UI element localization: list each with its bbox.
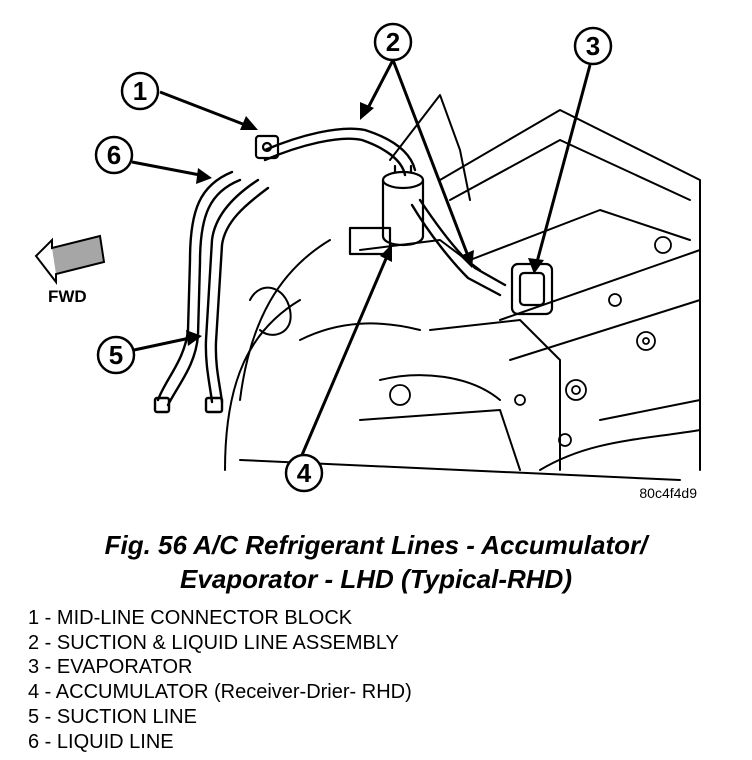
legend-num: 3 — [28, 656, 40, 679]
legend: 1 - MID-LINE CONNECTOR BLOCK 2 - SUCTION… — [28, 606, 728, 754]
body-structure — [224, 94, 701, 481]
forward-arrow-icon — [34, 234, 106, 285]
callout-2: 2 — [373, 22, 413, 62]
legend-sep: - — [39, 705, 57, 728]
legend-text: SUCTION & LIQUID LINE ASSEMBLY — [56, 631, 399, 654]
legend-num: 2 — [28, 631, 40, 654]
legend-item: 5 - SUCTION LINE — [28, 705, 728, 730]
callout-6: 6 — [94, 135, 134, 175]
legend-num: 5 — [28, 705, 40, 728]
legend-sep: - — [39, 607, 57, 629]
ac-lines-diagram: FWD 1 2 3 4 5 6 8 — [34, 22, 701, 501]
figure-id: 80c4f4d9 — [639, 485, 697, 501]
callout-3: 3 — [573, 26, 613, 66]
legend-num: 6 — [28, 730, 40, 753]
legend-item: 3 - EVAPORATOR — [28, 655, 728, 680]
legend-sep: - — [39, 631, 57, 654]
legend-text: ACCUMULATOR — [55, 681, 209, 704]
leader-lines — [131, 59, 592, 456]
callout-3-label: 3 — [586, 31, 600, 61]
fwd-label: FWD — [48, 287, 87, 306]
legend-item: 4 - ACCUMULATOR (Receiver-Drier- RHD) — [28, 680, 728, 705]
legend-text: EVAPORATOR — [56, 656, 193, 679]
callout-4-label: 4 — [297, 458, 312, 488]
figure-caption-line-2: Evaporator - LHD (Typical-RHD) — [180, 564, 572, 594]
legend-item: 6 - LIQUID LINE — [28, 730, 728, 755]
suction-liquid-lines-lower — [153, 170, 270, 414]
leader-arrowheads — [186, 102, 544, 346]
callout-4: 4 — [284, 453, 324, 493]
legend-note: (Receiver-Drier- RHD) — [208, 681, 412, 704]
legend-num: 4 — [28, 681, 40, 704]
legend-text: LIQUID LINE — [56, 730, 174, 753]
callout-5: 5 — [96, 335, 136, 375]
legend-sep: - — [39, 656, 57, 679]
callout-5-label: 5 — [109, 340, 123, 370]
legend-text: SUCTION LINE — [56, 705, 197, 728]
figure-caption-line-1: Fig. 56 A/C Refrigerant Lines - Accumula… — [104, 530, 648, 560]
suction-liquid-line-assembly — [263, 127, 507, 297]
legend-sep: - — [39, 681, 56, 704]
legend-item: 2 - SUCTION & LIQUID LINE ASSEMBLY — [28, 631, 728, 656]
legend-num: 1 — [28, 607, 40, 629]
mid-line-connector-block — [254, 134, 280, 160]
callout-2-label: 2 — [386, 27, 400, 57]
fasteners — [389, 236, 672, 447]
legend-sep: - — [39, 730, 57, 753]
callout-6-label: 6 — [107, 140, 121, 170]
legend-text: MID-LINE CONNECTOR BLOCK — [56, 607, 353, 629]
callout-1-label: 1 — [133, 76, 147, 106]
callout-1: 1 — [120, 71, 160, 111]
accumulator-canister — [348, 164, 425, 256]
evaporator-flange — [510, 262, 554, 316]
legend-item: 1 - MID-LINE CONNECTOR BLOCK — [28, 606, 728, 631]
